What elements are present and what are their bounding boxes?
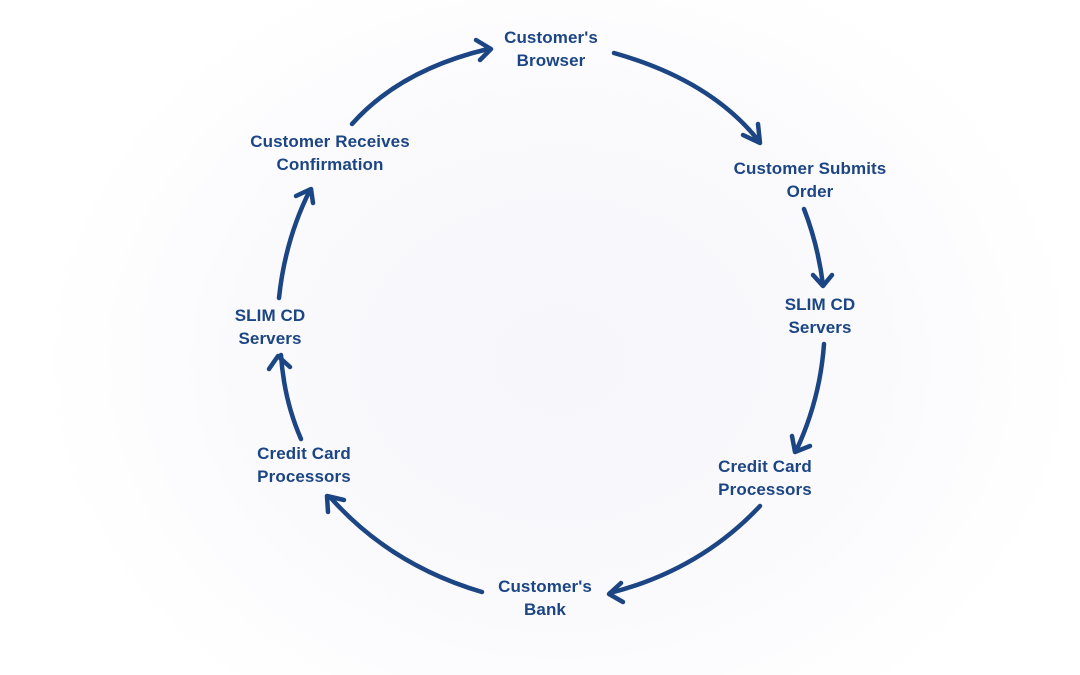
node-label-line-2: Browser bbox=[516, 51, 586, 70]
arrow-slim-cd-right-to-credit-card-right bbox=[789, 341, 827, 455]
node-label-line-1: Credit Card bbox=[257, 444, 351, 463]
node-label-line-2: Processors bbox=[718, 480, 812, 499]
node-credit-card-processors-right: Credit Card Processors bbox=[718, 455, 812, 501]
node-label-line-2: Servers bbox=[788, 318, 852, 337]
node-slim-cd-servers-right: SLIM CD Servers bbox=[785, 293, 856, 339]
arrow-credit-card-left-to-slim-cd-left bbox=[266, 352, 304, 442]
node-label-line-1: Customer's bbox=[498, 577, 592, 596]
arrow-browser-to-submits-order bbox=[611, 50, 763, 146]
node-label-line-2: Servers bbox=[238, 329, 302, 348]
node-customer-submits-order: Customer Submits Order bbox=[734, 157, 887, 203]
node-label-line-2: Order bbox=[786, 182, 834, 201]
node-label-line-1: SLIM CD bbox=[234, 306, 306, 325]
node-label-line-1: Credit Card bbox=[718, 457, 812, 476]
node-label-line-1: Customer Receives bbox=[250, 132, 410, 151]
arrow-credit-card-right-to-bank bbox=[606, 503, 763, 605]
node-label-line-2: Confirmation bbox=[276, 155, 384, 174]
node-label-line-1: Customer's bbox=[504, 28, 598, 47]
node-credit-card-processors-left: Credit Card Processors bbox=[257, 442, 351, 488]
node-customers-bank: Customer's Bank bbox=[498, 575, 592, 621]
node-label-line-2: Bank bbox=[524, 600, 566, 619]
arrow-slim-cd-left-to-confirmation bbox=[276, 186, 316, 301]
arrow-confirmation-to-browser bbox=[349, 37, 494, 127]
node-customers-browser: Customer's Browser bbox=[504, 26, 598, 72]
arrow-bank-to-credit-card-left bbox=[324, 493, 485, 595]
node-slim-cd-servers-left: SLIM CD Servers bbox=[235, 304, 306, 350]
arrow-submits-order-to-slim-cd-right bbox=[801, 206, 835, 289]
node-label-line-2: Processors bbox=[257, 467, 351, 486]
node-label-line-1: SLIM CD bbox=[784, 295, 856, 314]
node-label-line-1: Customer Submits bbox=[733, 159, 887, 178]
node-customer-receives-confirmation: Customer Receives Confirmation bbox=[250, 130, 410, 176]
